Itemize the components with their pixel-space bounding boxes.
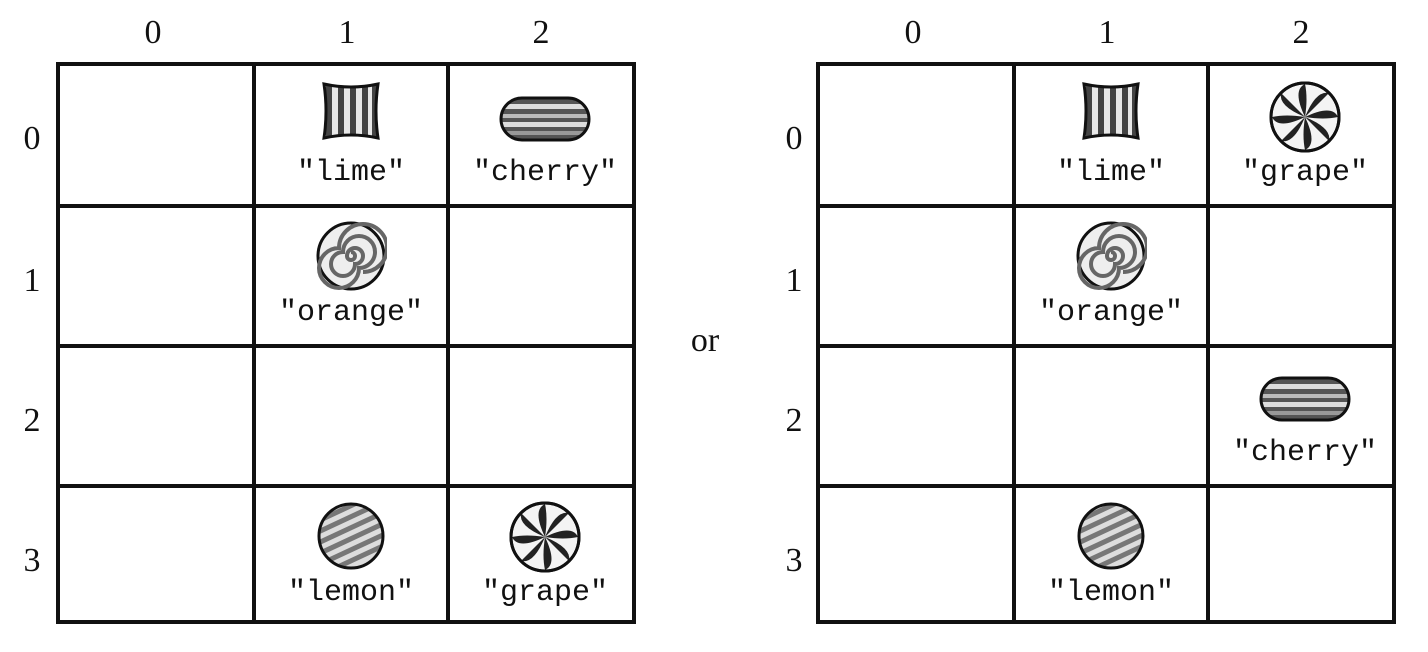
grid-cell-item: "cherry" [448,66,642,206]
row-label: 0 [23,120,41,157]
row-label: 1 [23,262,41,299]
pinwheel-candy-icon [1268,80,1342,159]
grid-horizontal-line [60,344,632,348]
candy-label: "orange" [278,296,424,330]
spiral-candy-icon [315,220,389,297]
row-label: 3 [785,542,803,579]
grid-cell-item: "lemon" [1014,486,1208,626]
column-label: 1 [338,14,356,51]
row-label: 0 [785,120,803,157]
grid-horizontal-line [60,204,632,208]
row-label: 2 [785,402,803,439]
candy-label: "lime" [296,156,406,190]
column-label: 0 [144,14,162,51]
candy-label: "lemon" [287,576,415,610]
grid-cell-item: "grape" [1208,66,1402,206]
capsule-candy-icon [498,94,592,149]
candy-label: "lime" [1056,156,1166,190]
column-label: 2 [1292,14,1310,51]
or-separator: or [690,322,720,359]
grid-horizontal-line [820,204,1392,208]
row-label: 1 [785,262,803,299]
row-label: 3 [23,542,41,579]
grid-horizontal-line [820,484,1392,488]
striped-square-candy-icon [316,80,386,147]
grid-vertical-line [1206,66,1210,620]
grid-vertical-line [446,66,450,620]
column-label: 0 [904,14,922,51]
right-panel: 0 1 2 0 1 2 3 "lime" "grape" "orange" "cher… [760,0,1396,652]
grid-vertical-line [252,66,256,620]
striped-ball-candy-icon [1075,500,1147,577]
column-label: 1 [1098,14,1116,51]
candy-label: "orange" [1038,296,1184,330]
striped-square-candy-icon [1076,80,1146,147]
grid-cell-item: "lime" [254,66,448,206]
pinwheel-candy-icon [508,500,582,579]
grid-cell-item: "orange" [254,206,448,346]
candy-label: "lemon" [1047,576,1175,610]
striped-ball-candy-icon [315,500,387,577]
grid-cell-item: "cherry" [1208,346,1402,486]
grid-cell-item: "orange" [1014,206,1208,346]
candy-label: "grape" [1241,156,1369,190]
grid-cell-item: "grape" [448,486,642,626]
grid-horizontal-line [60,484,632,488]
grid-cell-item: "lemon" [254,486,448,626]
left-panel: 0 1 2 0 1 2 3 "lime" "cherry" "orange" "lem… [0,0,636,652]
column-label: 2 [532,14,550,51]
grid-horizontal-line [820,344,1392,348]
candy-label: "cherry" [472,156,618,190]
row-label: 2 [23,402,41,439]
capsule-candy-icon [1258,374,1352,429]
candy-label: "grape" [481,576,609,610]
right-grid: "lime" "grape" "orange" "cherry" "lemon" [816,62,1396,624]
left-grid: "lime" "cherry" "orange" "lemon" "grape" [56,62,636,624]
candy-label: "cherry" [1232,436,1378,470]
grid-cell-item: "lime" [1014,66,1208,206]
grid-vertical-line [1012,66,1016,620]
spiral-candy-icon [1075,220,1149,297]
